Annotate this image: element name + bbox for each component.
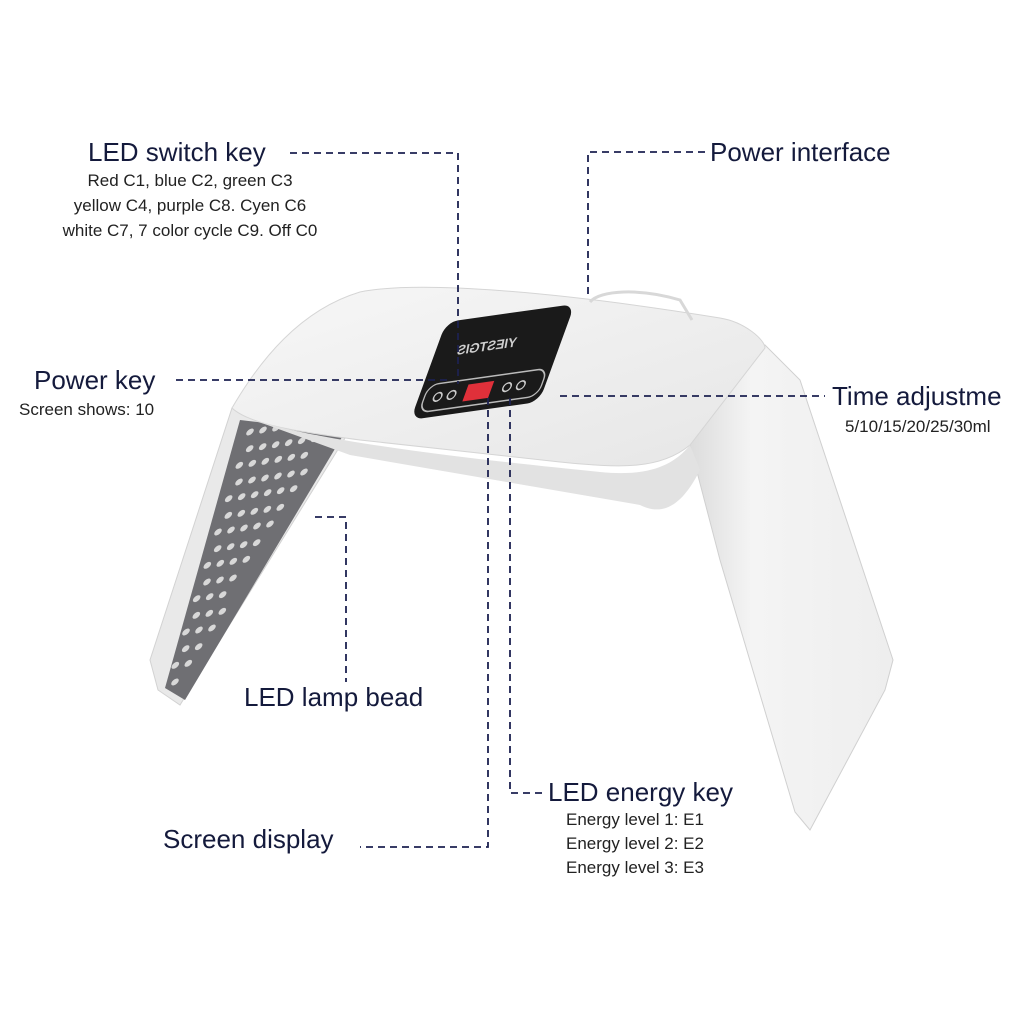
led-bead [250, 507, 259, 515]
led-bead [216, 576, 224, 584]
led-bead [182, 628, 190, 636]
leader-led-lamp-bead [315, 516, 347, 682]
energy-level-3: Energy level 3: E3 [566, 858, 704, 877]
power-key[interactable] [432, 391, 443, 402]
led-bead [287, 470, 295, 478]
led-bead [218, 607, 227, 615]
led-bead [252, 539, 261, 547]
led-bead [226, 543, 235, 551]
led-bead [240, 524, 248, 532]
led-bead [216, 559, 225, 567]
led-bead [208, 624, 216, 632]
led-bead [300, 468, 308, 476]
led-bead [224, 495, 233, 503]
led-bead [195, 626, 203, 634]
led-bead [205, 593, 214, 601]
led-bead [253, 522, 261, 530]
led-bead [192, 595, 201, 603]
led-bead [266, 520, 274, 528]
led-bead [227, 526, 235, 534]
led-bead [203, 561, 212, 569]
power-key-title: Power key [34, 365, 156, 395]
led-bead [171, 678, 179, 686]
led-bead [258, 443, 267, 451]
led-bead [297, 437, 306, 445]
time-adjustment-key[interactable] [515, 380, 526, 391]
led-bead [229, 557, 238, 565]
led-bead [248, 476, 256, 484]
led-lamp-bead-title: LED lamp bead [244, 682, 424, 712]
led-bead [250, 491, 259, 499]
led-bead [237, 509, 246, 517]
led-switch-key-line-3: white C7, 7 color cycle C9. Off C0 [62, 221, 318, 240]
led-bead [213, 545, 222, 553]
led-bead [229, 574, 237, 582]
led-bead [274, 455, 283, 463]
leader-led-switch-key [290, 152, 459, 384]
led-bead [237, 493, 246, 501]
led-bead [276, 487, 285, 495]
led-bead [205, 609, 214, 617]
led-energy-key[interactable] [501, 382, 513, 393]
led-bead [259, 426, 267, 434]
power-key-subtitle: Screen shows: 10 [19, 400, 155, 419]
time-adjustment-subtitle: 5/10/15/20/25/30ml [845, 417, 991, 436]
led-bead [261, 474, 269, 482]
led-bead [203, 578, 211, 586]
led-bead [239, 541, 248, 549]
led-bead [271, 441, 280, 449]
led-bead [184, 659, 193, 667]
led-switch-key-line-2: yellow C4, purple C8. Cyen C6 [73, 196, 307, 215]
device-top-underside [240, 415, 700, 510]
led-bead [261, 457, 270, 465]
led-switch-key-line-1: Red C1, blue C2, green C3 [87, 171, 293, 190]
control-panel: YIESTGIS [414, 305, 572, 419]
time-adjustment-title: Time adjustme [832, 381, 1002, 411]
led-bead [300, 451, 309, 459]
power-cable [588, 290, 694, 321]
led-bead [284, 439, 293, 447]
led-bead [263, 505, 272, 513]
led-bead [246, 428, 254, 436]
led-bead [289, 485, 298, 493]
led-bead [192, 611, 201, 619]
led-bead [181, 645, 190, 653]
screen-display [462, 380, 495, 402]
led-bead [245, 445, 254, 453]
screen-display-title: Screen display [163, 824, 334, 854]
led-energy-key-title: LED energy key [548, 777, 733, 807]
led-bead [235, 478, 243, 486]
led-bead [263, 489, 272, 497]
led-bead [214, 528, 222, 536]
leader-power-interface [587, 151, 705, 298]
led-bead [248, 459, 257, 467]
led-bead [171, 661, 180, 669]
led-bead [224, 511, 233, 519]
led-bead [276, 503, 285, 511]
led-bead [218, 591, 227, 599]
right-panel [689, 344, 894, 831]
led-switch-key[interactable] [446, 389, 457, 401]
led-bead [287, 453, 296, 461]
energy-level-2: Energy level 2: E2 [566, 834, 704, 853]
power-interface-title: Power interface [710, 137, 891, 167]
energy-level-1: Energy level 1: E1 [566, 810, 704, 829]
leader-screen-display [360, 398, 489, 848]
led-switch-key-title: LED switch key [88, 137, 266, 167]
led-bead [194, 643, 203, 651]
led-bead [274, 472, 282, 480]
led-bead [235, 461, 244, 469]
led-bead [242, 555, 251, 563]
